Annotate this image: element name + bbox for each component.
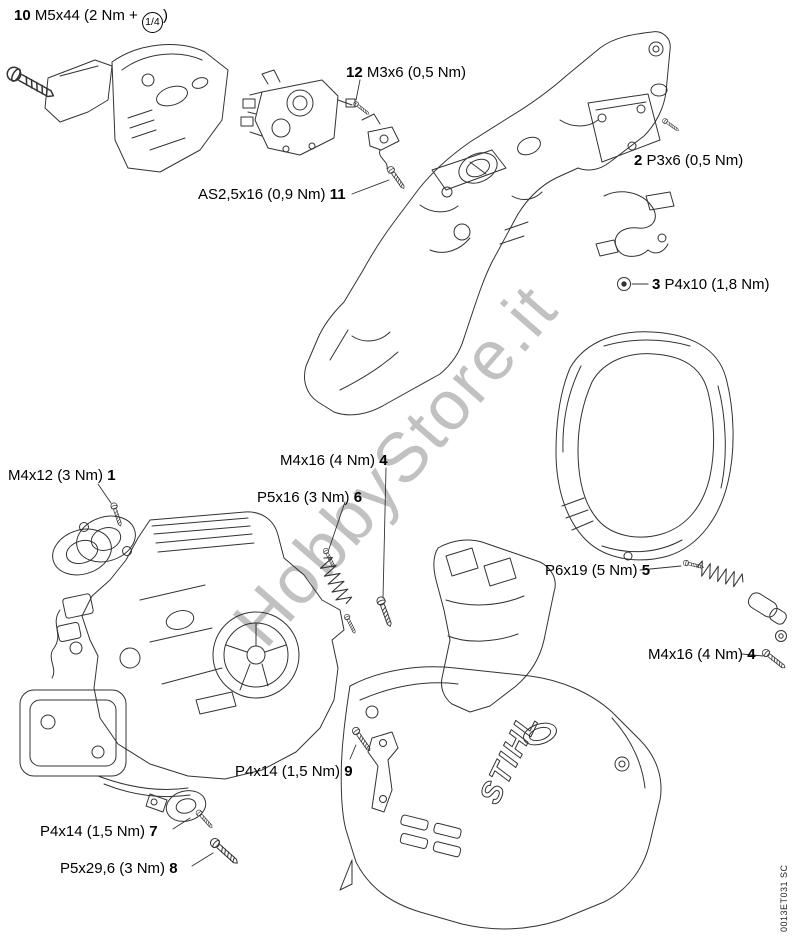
label-7: P4x14 (1,5 Nm) 7 (40, 823, 158, 840)
label-9: P4x14 (1,5 Nm) 9 (235, 763, 353, 780)
wire-harness (595, 191, 675, 257)
label-4b: M4x16 (4 Nm) 4 (648, 646, 756, 663)
label-1: M4x12 (3 Nm) 1 (8, 467, 116, 484)
label-8: P5x29,6 (3 Nm) 8 (60, 860, 178, 877)
label-4a: M4x16 (4 Nm) 4 (280, 452, 388, 469)
engine-assembly (19, 511, 345, 798)
handlebar-loop (555, 331, 734, 561)
label-5: P6x19 (5 Nm) 5 (545, 562, 651, 579)
rear-handle-frame (433, 539, 556, 713)
elbow-fitting (747, 592, 787, 642)
intake-flange (52, 515, 136, 576)
label-2: 2 P3x6 (0,5 Nm) (634, 152, 744, 169)
label-6: P5x16 (3 Nm) 6 (257, 489, 363, 506)
label-12: 12 M3x6 (0,5 Nm) (346, 64, 467, 81)
carburetor (240, 69, 356, 156)
brake-band (367, 731, 399, 813)
handle-housing (304, 31, 671, 416)
doc-code: 0013ET031 SC (779, 864, 789, 932)
switch-shaft-parts (361, 113, 400, 170)
label-3: 3 P4x10 (1,8 Nm) (652, 276, 770, 293)
grommet-3 (617, 277, 649, 291)
mount-plate (587, 93, 661, 163)
label-10: 10 M5x44 (2 Nm + 1/4) (14, 5, 168, 33)
label-11: AS2,5x16 (0,9 Nm) 11 (198, 186, 346, 203)
leader-lines (97, 79, 764, 867)
oil-pump (145, 790, 207, 822)
air-filter-cover-parts (44, 44, 229, 173)
